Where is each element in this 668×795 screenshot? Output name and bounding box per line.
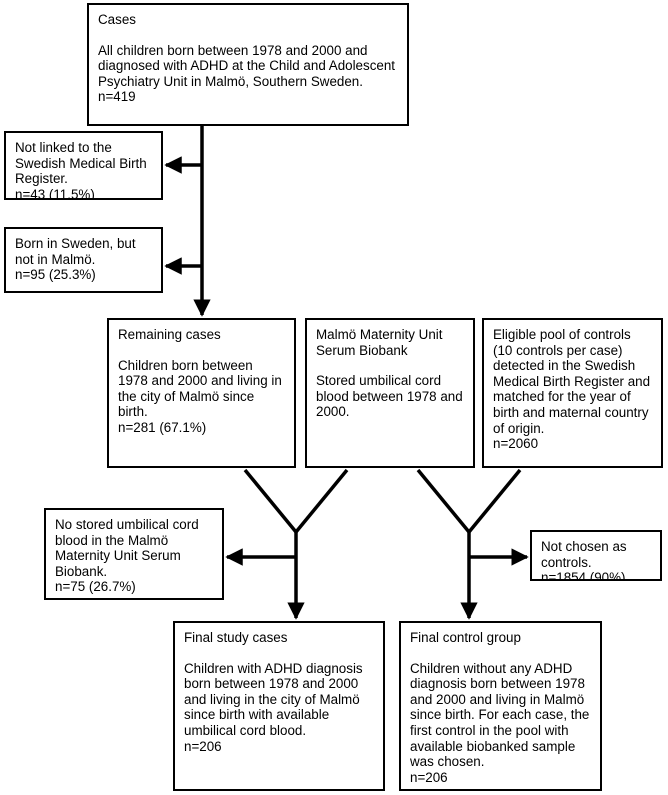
final-cases-box: Final study cases Children with ADHD dia…: [173, 621, 385, 791]
remaining-cases-title: Remaining cases: [118, 327, 221, 342]
not-linked-count: n=43 (11.5%): [15, 186, 95, 200]
final-controls-title: Final control group: [410, 630, 521, 645]
no-blood-count: n=75 (26.7%): [55, 579, 136, 595]
not-chosen-count: n=1854 (90%): [541, 570, 626, 581]
left-fork-right-branch: [294, 468, 349, 534]
final-cases-text: Children with ADHD diagnosis born betwee…: [184, 660, 363, 738]
final-cases-count: n=206: [184, 738, 222, 754]
cases-text: All children born between 1978 and 2000 …: [98, 42, 396, 89]
cases-title: Cases: [98, 12, 136, 27]
not-malmo-count: n=95 (25.3%): [15, 267, 96, 283]
biobank-text: Stored umbilical cord blood between 1978…: [316, 373, 463, 420]
not-chosen-text: Not chosen as controls.: [541, 539, 627, 570]
not-linked-text: Not linked to the Swedish Medical Birth …: [15, 140, 147, 187]
controls-pool-count: n=2060: [493, 436, 539, 452]
right-fork-right-branch: [467, 468, 522, 534]
remaining-cases-text: Children born between 1978 and 2000 and …: [118, 357, 282, 420]
no-blood-text: No stored umbilical cord blood in the Ma…: [55, 517, 199, 579]
not-chosen-box: Not chosen as controls. n=1854 (90%): [530, 530, 662, 581]
not-linked-box: Not linked to the Swedish Medical Birth …: [4, 131, 163, 200]
final-controls-text: Children without any ADHD diagnosis born…: [410, 660, 590, 770]
left-fork-left-branch: [243, 468, 298, 534]
final-cases-title: Final study cases: [184, 630, 288, 645]
no-blood-box: No stored umbilical cord blood in the Ma…: [44, 508, 224, 600]
remaining-cases-count: n=281 (67.1%): [118, 419, 207, 435]
controls-pool-box: Eligible pool of controls (10 controls p…: [482, 318, 663, 468]
biobank-box: Malmö Maternity Unit Serum Biobank Store…: [305, 318, 475, 468]
controls-pool-text: Eligible pool of controls (10 controls p…: [493, 327, 651, 436]
remaining-cases-box: Remaining cases Children born between 19…: [107, 318, 296, 468]
not-malmo-text: Born in Sweden, but not in Malmö.: [15, 236, 136, 267]
right-fork-left-branch: [416, 468, 471, 534]
not-malmo-box: Born in Sweden, but not in Malmö. n=95 (…: [4, 227, 163, 293]
biobank-title: Malmö Maternity Unit Serum Biobank: [316, 327, 443, 358]
final-controls-count: n=206: [410, 769, 448, 785]
cases-count: n=419: [98, 89, 136, 105]
cases-box: Cases All children born between 1978 and…: [87, 3, 409, 126]
final-controls-box: Final control group Children without any…: [399, 621, 602, 791]
